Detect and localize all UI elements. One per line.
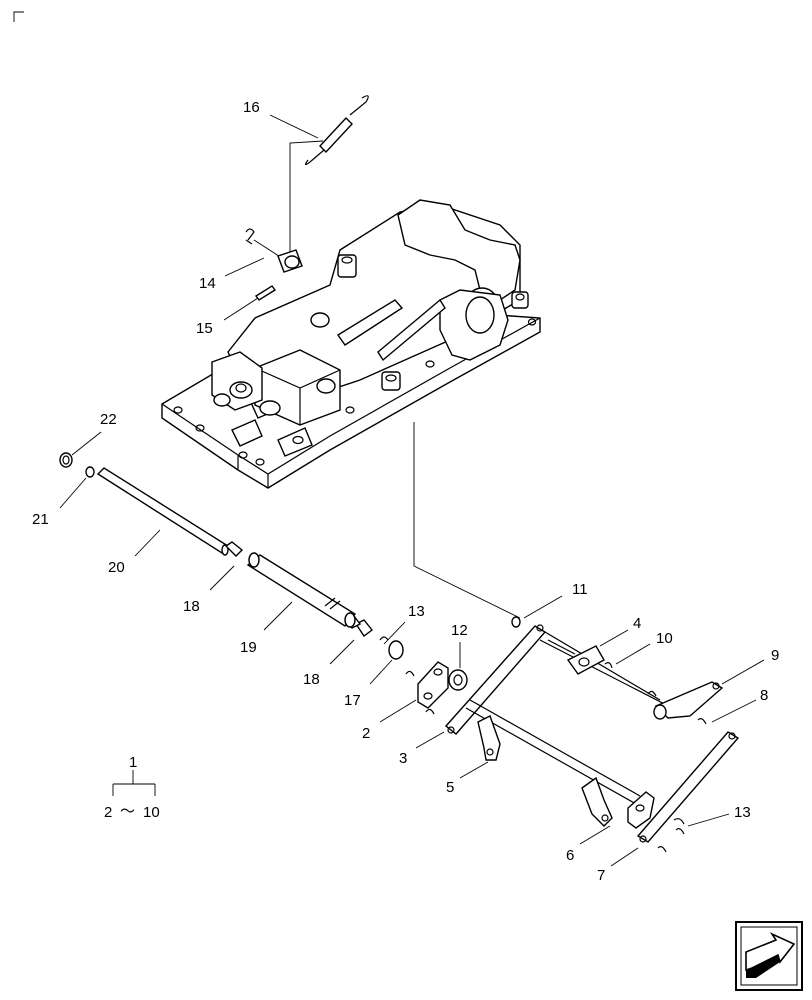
callout-12: 12 [451,622,468,639]
callout-10: 10 [656,630,673,647]
callout-16: 16 [243,99,260,116]
callout-17: 17 [344,692,361,709]
housing-to-linkage-line [413,422,521,619]
callout-3: 3 [399,750,407,767]
callout-labels: 16 14 15 22 21 20 18 19 13 18 17 12 11 4… [32,99,779,884]
callout-4: 4 [633,615,641,632]
range-separator: ～ [120,803,135,820]
callout-11: 11 [572,581,588,598]
callout-9: 9 [771,647,779,664]
spring-16 [289,95,369,256]
callout-15: 15 [196,320,213,337]
callout-14: 14 [199,275,216,292]
callout-7: 7 [597,867,605,884]
assembly-number: 1 [129,754,137,771]
callout-18-lower: 18 [303,671,320,688]
shaft-group [59,452,404,660]
callout-8: 8 [760,687,768,704]
callout-2: 2 [362,725,370,742]
range-end: 10 [143,804,160,821]
callout-13-lower: 13 [734,804,751,821]
clip-pin-14-15 [245,228,303,301]
range-start: 2 [104,804,112,821]
next-page-arrow-icon[interactable] [735,921,803,991]
callout-5: 5 [446,779,454,796]
corner-mark [13,11,24,22]
assembly-legend: 1 2 ～ 10 [104,754,160,821]
leader-lines [59,114,765,867]
callout-22: 22 [100,411,117,428]
callout-13-upper: 13 [408,603,425,620]
callout-18-upper: 18 [183,598,200,615]
callout-19: 19 [240,639,257,656]
linkage-group [405,616,740,853]
callout-21: 21 [32,511,49,528]
callout-6: 6 [566,847,574,864]
lift-housing [161,199,541,489]
callout-20: 20 [108,559,125,576]
